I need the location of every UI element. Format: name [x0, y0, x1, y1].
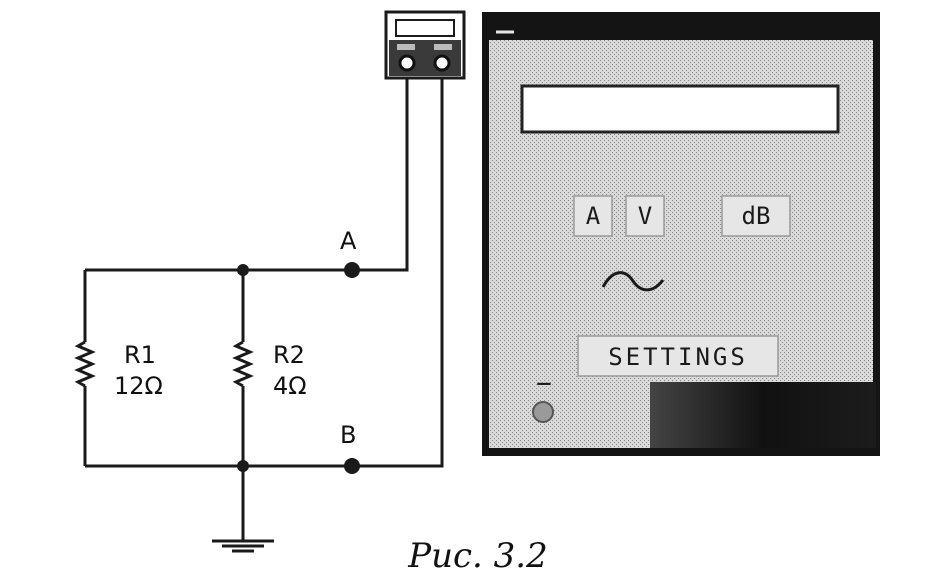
mode-button-v[interactable]	[625, 195, 665, 237]
ac-symbol: ~	[0, 0, 1, 1]
ac-wave-icon[interactable]	[601, 271, 665, 292]
mode-button-db-label: dB	[742, 202, 771, 230]
r1-name-label: R1	[124, 341, 156, 369]
circuit-wires	[83, 76, 444, 540]
node-a-dot[interactable]	[344, 262, 360, 278]
multimeter-icon[interactable]	[384, 10, 466, 80]
meter-terminal-right	[433, 54, 451, 72]
resistor-r2-symbol	[232, 340, 254, 388]
panel-dark-region	[650, 382, 876, 448]
terminal-minus[interactable]	[532, 401, 554, 423]
r2-value-label: 4Ω	[273, 372, 307, 400]
wire-probe-a	[352, 76, 409, 272]
mode-button-a[interactable]	[573, 195, 613, 237]
node-b-label: B	[340, 421, 356, 449]
meter-terminal-left	[398, 54, 416, 72]
multimeter-panel: A V dB ~ SETTINGS −	[0, 0, 880, 456]
junction-dot-top	[237, 264, 249, 276]
figure-caption: Рис. 3.2	[407, 536, 548, 576]
mode-button-v-label: V	[638, 202, 652, 230]
multimeter-display	[520, 84, 840, 134]
node-b-dot[interactable]	[344, 458, 360, 474]
r1-value-label: 12Ω	[114, 372, 163, 400]
junction-dot-bottom	[237, 460, 249, 472]
mode-button-a-label: A	[586, 202, 601, 230]
settings-button-label: SETTINGS	[608, 343, 748, 371]
r2-name-label: R2	[273, 341, 305, 369]
minus-terminal-label: −	[536, 369, 552, 399]
node-a-label: A	[340, 227, 357, 255]
settings-button[interactable]	[577, 335, 779, 377]
ground-icon	[212, 539, 274, 553]
mode-button-db[interactable]	[721, 195, 791, 237]
resistor-r1-symbol	[74, 340, 96, 388]
wire-probe-b	[352, 76, 444, 468]
